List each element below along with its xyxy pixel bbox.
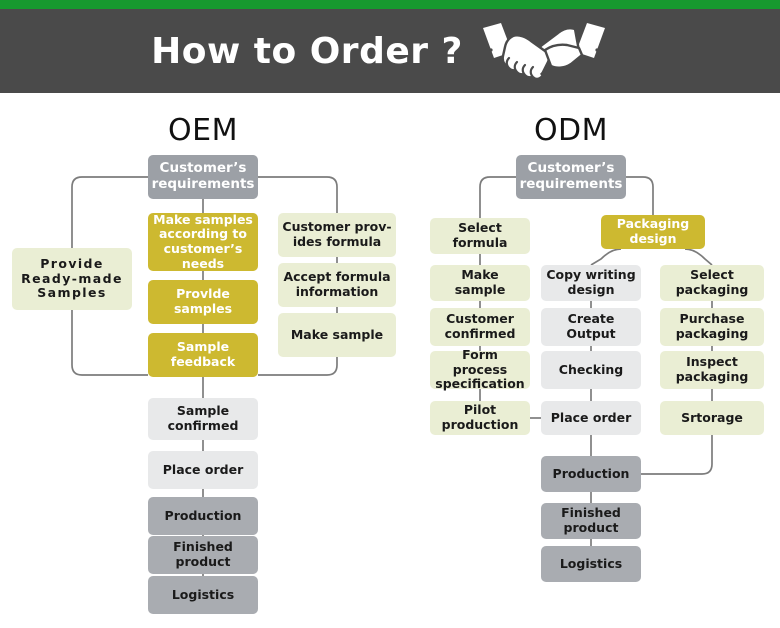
node-label: Customer prov-ides formula xyxy=(282,219,392,249)
node-odm-customer-confirmed[interactable]: Customer confirmed xyxy=(430,308,530,346)
node-odm-packaging-design[interactable]: Packaging design xyxy=(601,215,705,249)
node-label: Srtorage xyxy=(681,409,743,425)
node-oem-accept-formula-information[interactable]: Accept formula information xyxy=(278,263,396,307)
node-label: Provide Ready-made Samples xyxy=(21,255,123,301)
node-label: Pilot production xyxy=(441,402,519,432)
node-odm-select-packaging[interactable]: Select packaging xyxy=(660,265,764,301)
node-label: Sample feedback xyxy=(170,339,236,369)
node-label: Sample confirmed xyxy=(167,403,239,433)
node-oem-provide-samples[interactable]: Provlde samples xyxy=(148,280,258,324)
node-label: Customer’s requirements xyxy=(151,160,255,192)
node-label: Customer’s requirements xyxy=(519,160,623,192)
header-banner: How to Order ? xyxy=(0,9,780,93)
node-odm-finished-product[interactable]: Finished product xyxy=(541,503,641,539)
node-label: Place order xyxy=(162,461,244,477)
node-label: Provlde samples xyxy=(173,286,233,316)
node-odm-create-output[interactable]: Create Output xyxy=(541,308,641,346)
node-label: Logistics xyxy=(559,555,623,571)
node-label: Copy writing design xyxy=(546,267,636,297)
node-label: Make sample xyxy=(290,326,384,342)
node-label: Accept formula information xyxy=(283,269,391,299)
node-odm-inspect-packaging[interactable]: Inspect packaging xyxy=(660,351,764,389)
flowchart-canvas: OEM ODM Customer’s requirements Provide … xyxy=(0,93,780,628)
node-odm-logistics[interactable]: Logistics xyxy=(541,546,641,582)
node-label: Inspect packaging xyxy=(675,354,749,384)
node-label: Production xyxy=(164,507,242,523)
odm-section-title: ODM xyxy=(533,113,609,148)
node-odm-select-formula[interactable]: Select formula xyxy=(430,218,530,254)
node-label: Logistics xyxy=(171,586,235,602)
node-odm-form-process-specification[interactable]: Form process specification xyxy=(430,346,530,392)
node-label: Production xyxy=(552,465,630,481)
node-odm-checking[interactable]: Checking xyxy=(541,351,641,389)
node-label: Customer confirmed xyxy=(444,311,516,341)
node-odm-place-order[interactable]: Place order xyxy=(541,401,641,435)
node-label: Purchase packaging xyxy=(675,311,749,341)
node-odm-copy-writing-design[interactable]: Copy writing design xyxy=(541,265,641,301)
node-oem-make-sample[interactable]: Make sample xyxy=(278,313,396,357)
node-label: Select formula xyxy=(452,220,508,250)
node-label: Make sample xyxy=(454,267,506,297)
node-odm-production[interactable]: Production xyxy=(541,456,641,492)
node-odm-make-sample[interactable]: Make sample xyxy=(430,265,530,301)
node-odm-purchase-packaging[interactable]: Purchase packaging xyxy=(660,308,764,346)
node-odm-srtorage[interactable]: Srtorage xyxy=(660,401,764,435)
node-oem-make-samples[interactable]: Make samples according to customer’s nee… xyxy=(148,211,258,271)
handshake-icon xyxy=(482,23,605,80)
node-odm-customers-requirements[interactable]: Customer’s requirements xyxy=(516,155,626,199)
node-odm-pilot-production[interactable]: Pilot production xyxy=(430,401,530,435)
node-oem-customer-provides-formula[interactable]: Customer prov-ides formula xyxy=(278,213,396,257)
page-title: How to Order ? xyxy=(151,30,463,72)
node-oem-finished-product[interactable]: Finished product xyxy=(148,536,258,574)
node-oem-customers-requirements[interactable]: Customer’s requirements xyxy=(148,155,258,199)
node-label: Finished product xyxy=(561,505,621,535)
node-oem-sample-feedback[interactable]: Sample feedback xyxy=(148,333,258,377)
node-oem-sample-confirmed[interactable]: Sample confirmed xyxy=(148,398,258,440)
node-label: Checking xyxy=(558,361,624,377)
node-label: Create Output xyxy=(566,311,616,341)
top-accent-bar xyxy=(0,0,780,9)
node-label: Select packaging xyxy=(675,267,749,297)
node-oem-provide-ready-made-samples[interactable]: Provide Ready-made Samples xyxy=(12,248,132,310)
node-label: Form process specification xyxy=(435,346,525,392)
oem-section-title: OEM xyxy=(168,113,238,148)
node-label: Packaging design xyxy=(616,216,690,246)
node-oem-logistics[interactable]: Logistics xyxy=(148,576,258,614)
node-label: Finished product xyxy=(173,539,233,569)
node-oem-place-order[interactable]: Place order xyxy=(148,451,258,489)
node-label: Make samples according to customer’s nee… xyxy=(153,211,253,271)
node-label: Place order xyxy=(550,409,632,425)
node-oem-production[interactable]: Production xyxy=(148,497,258,535)
